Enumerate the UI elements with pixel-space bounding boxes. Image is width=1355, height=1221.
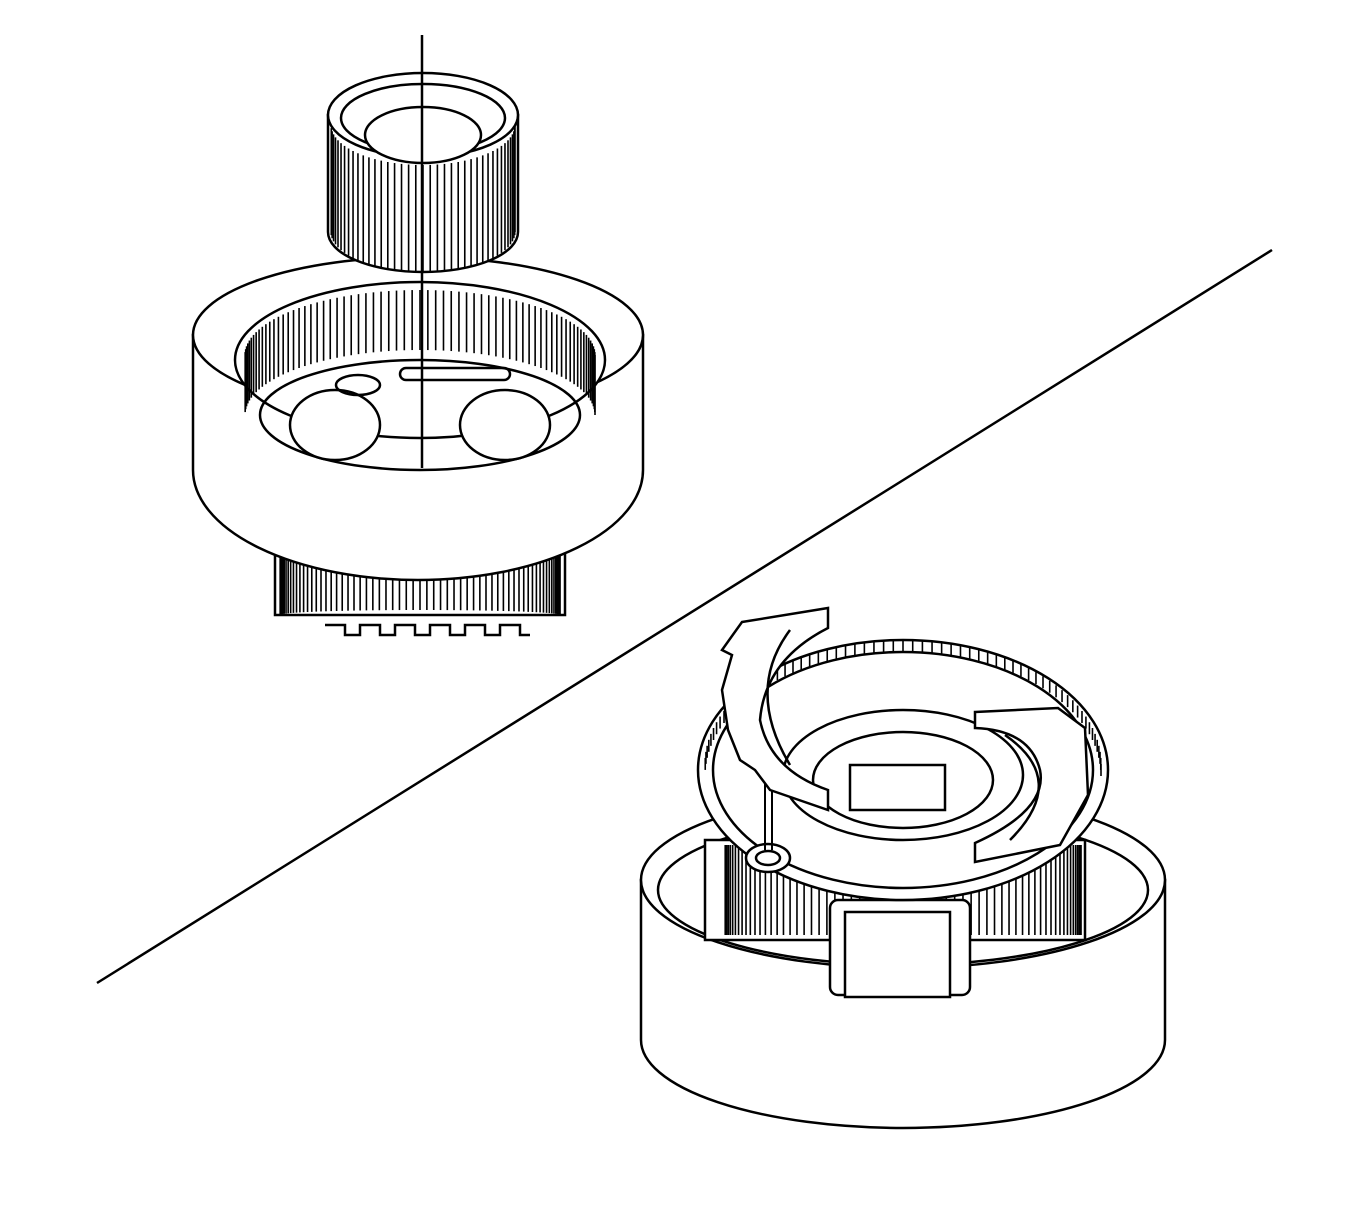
thrust-shim-left: [720, 606, 830, 812]
thrust-shim-right: [973, 706, 1090, 864]
planet-carrier-assembly: [639, 606, 1167, 1130]
divider-line: [96, 248, 1273, 985]
ring-gear-assembly: [191, 35, 645, 637]
